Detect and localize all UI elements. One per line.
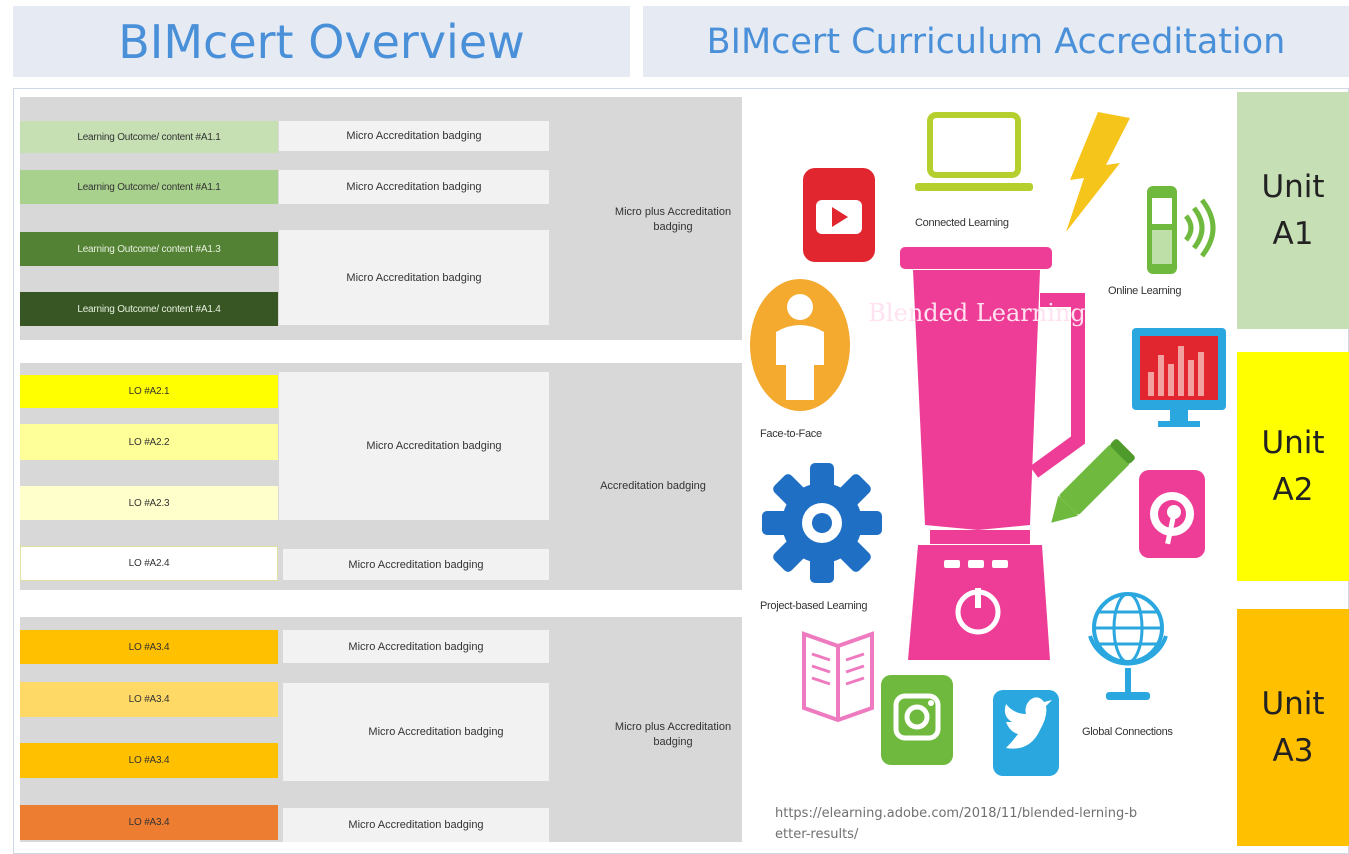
unit-a2-outcome: LO #A2.2 <box>20 424 278 460</box>
unit-a1-outcome: Learning Outcome/ content #A1.4 <box>20 292 278 326</box>
laptop-icon <box>915 112 1033 191</box>
unit-a1-micro-badging: Micro Accreditation badging <box>279 230 549 325</box>
unit-a2-micro-badging: Micro Accreditation badging <box>283 549 549 580</box>
blended-learning-graphic: Blended Learning <box>750 112 1226 776</box>
unit-a3-micro-badging: Micro Accreditation badging <box>283 630 549 663</box>
face-to-face-label: Face-to-Face <box>760 428 822 440</box>
globe-icon <box>1088 592 1168 700</box>
online-learning-label: Online Learning <box>1108 285 1182 297</box>
unit-a1-micro-badging: Micro Accreditation badging <box>279 121 549 151</box>
overview-title-box: BIMcert Overview <box>13 6 630 77</box>
unit-a2-outcome: LO #A2.3 <box>20 486 278 520</box>
overview-title: BIMcert Overview <box>118 14 525 69</box>
unit-a1-accreditation-level: Micro plus Accreditation badging <box>570 190 736 250</box>
unit-a1-accreditation-level-text: Micro plus Accreditation badging <box>614 205 732 233</box>
youtube-icon <box>803 168 875 262</box>
unit-a3-label: Unit A3 <box>1237 609 1349 846</box>
unit-a2-accreditation-level-text: Accreditation badging <box>600 480 706 493</box>
unit-a3-outcome: LO #A3.4 <box>20 743 278 778</box>
unit-a2-label: Unit A2 <box>1237 352 1349 581</box>
accreditation-title-box: BIMcert Curriculum Accreditation <box>643 6 1349 77</box>
unit-a3-accreditation-level-text: Micro plus Accreditation badging <box>614 720 732 748</box>
unit-a2-outcome: LO #A2.1 <box>20 375 278 408</box>
unit-a2-micro-badging: Micro Accreditation badging <box>279 372 549 520</box>
pencil-icon <box>1051 439 1135 523</box>
person-icon <box>750 279 850 411</box>
mobile-phone-icon <box>1147 186 1216 274</box>
unit-a3-outcome: LO #A3.4 <box>20 682 278 717</box>
unit-a3-outcome: LO #A3.4 <box>20 630 278 664</box>
source-url[interactable]: https://elearning.adobe.com/2018/11/blen… <box>775 803 1145 845</box>
project-based-learning-label: Project-based Learning <box>760 600 868 612</box>
gear-icon <box>762 463 882 583</box>
book-icon <box>802 631 874 723</box>
unit-a2-accreditation-level: Accreditation badging <box>570 470 736 504</box>
global-connections-label: Global Connections <box>1082 726 1173 738</box>
unit-a1-outcome: Learning Outcome/ content #A1.3 <box>20 232 278 266</box>
unit-a3-micro-badging: Micro Accreditation badging <box>283 683 549 781</box>
blender-icon: Blended Learning <box>868 247 1086 660</box>
unit-a1-outcome: Learning Outcome/ content #A1.1 <box>20 121 278 153</box>
unit-a3-outcome: LO #A3.4 <box>20 805 278 840</box>
blended-learning-label: Blended Learning <box>868 299 1085 327</box>
twitter-icon <box>993 690 1059 776</box>
unit-a1-outcome: Learning Outcome/ content #A1.1 <box>20 170 278 204</box>
unit-a1-label: Unit A1 <box>1237 92 1349 329</box>
instagram-icon <box>881 675 953 765</box>
unit-a3-accreditation-level: Micro plus Accreditation badging <box>570 705 736 765</box>
accreditation-title: BIMcert Curriculum Accreditation <box>706 21 1286 62</box>
lightning-icon <box>1066 112 1130 232</box>
unit-a1-micro-badging: Micro Accreditation badging <box>279 170 549 204</box>
source-url-text[interactable]: https://elearning.adobe.com/2018/11/blen… <box>775 806 1138 842</box>
pinterest-icon <box>1139 470 1205 558</box>
unit-a2-outcome: LO #A2.4 <box>20 546 278 581</box>
monitor-chart-icon <box>1132 328 1226 427</box>
unit-a3-micro-badging: Micro Accreditation badging <box>283 808 549 842</box>
connected-learning-label: Connected Learning <box>915 217 1009 229</box>
